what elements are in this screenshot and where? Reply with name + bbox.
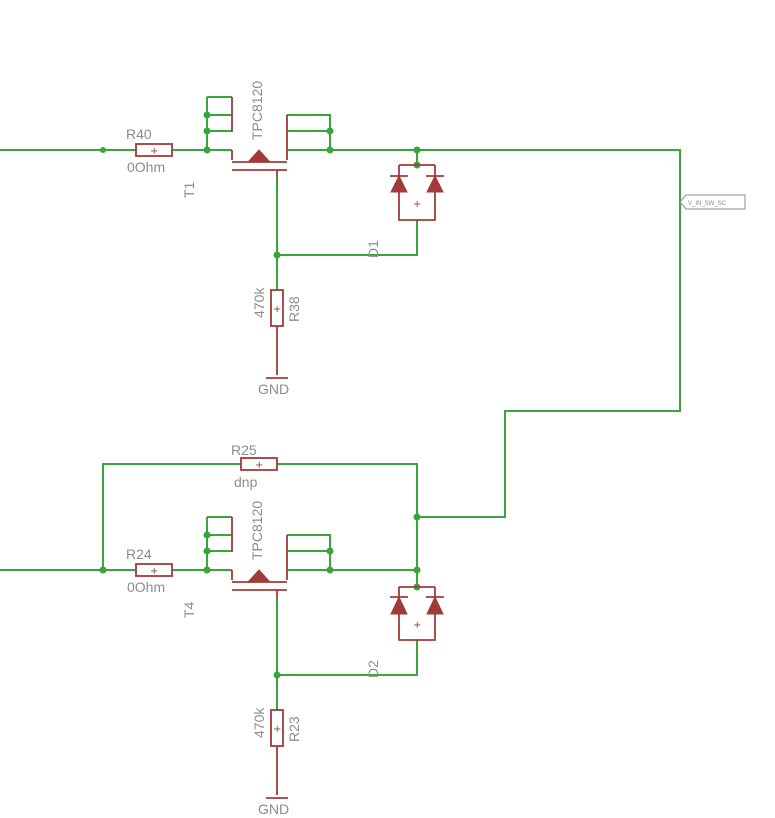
circuit-t4: + R25 dnp + R24 0Ohm TPC8120 T4 (0, 442, 444, 817)
wire-drain-comb-top[interactable] (287, 114, 331, 150)
diode-d1[interactable]: + (390, 164, 444, 221)
plus-glyph: + (150, 566, 158, 577)
r25-name-label: R25 (231, 442, 257, 458)
junction (203, 146, 211, 154)
junction (99, 566, 107, 574)
plus-glyph: + (273, 724, 281, 735)
wire-source-bottom[interactable] (276, 598, 418, 676)
r24-name-label: R24 (126, 546, 152, 562)
r40-value-label: 0Ohm (127, 159, 165, 175)
resistor-r38[interactable]: + (266, 289, 288, 379)
junction (203, 111, 211, 119)
mosfet-t1[interactable] (231, 97, 288, 178)
plus-glyph: + (273, 304, 281, 315)
r23-name-label: R23 (286, 716, 302, 742)
t4-name-label: T4 (181, 601, 197, 618)
junction (100, 147, 106, 153)
plus-glyph: + (150, 146, 158, 157)
gnd-label-bottom: GND (258, 801, 289, 817)
r38-name-label: R38 (286, 296, 302, 322)
junction (203, 547, 211, 555)
r25-value-label: dnp (234, 474, 258, 490)
junction (326, 566, 334, 574)
junction (273, 251, 281, 259)
resistor-r40[interactable]: + (135, 143, 173, 157)
plus-glyph: + (413, 620, 421, 631)
gnd-label-top: GND (258, 381, 289, 397)
d2-name-label: D2 (365, 660, 381, 678)
r24-value-label: 0Ohm (127, 579, 165, 595)
junction (413, 146, 421, 154)
mosfet-t4[interactable] (231, 517, 288, 598)
r38-value-label: 470k (251, 287, 267, 318)
wire-source-top[interactable] (276, 178, 418, 256)
junction (203, 531, 211, 539)
wire-drain-bus-top[interactable] (287, 149, 681, 518)
resistor-r25[interactable]: + (240, 457, 278, 471)
resistor-r23[interactable]: + (266, 709, 288, 799)
diode-d2[interactable]: + (390, 586, 444, 641)
wire-gate-comb-bottom[interactable] (206, 516, 232, 570)
junction (203, 127, 211, 135)
r23-value-label: 470k (251, 707, 267, 738)
wire-gate-comb-top[interactable] (206, 96, 232, 150)
plus-glyph: + (413, 199, 421, 210)
t1-name-label: T1 (181, 181, 197, 198)
net-label-text: V_IN_SW_SC (688, 201, 727, 207)
d1-name-label: D1 (365, 240, 381, 258)
t1-part-label: TPC8120 (249, 81, 265, 140)
plus-glyph: + (255, 460, 263, 471)
circuit-t1: + R40 0Ohm TPC8120 T1 + D1 (0, 81, 681, 518)
junction (326, 547, 334, 555)
junction (413, 566, 421, 574)
junction (413, 513, 421, 521)
resistor-r24[interactable]: + (135, 563, 173, 577)
wire-r25-bypass[interactable] (102, 463, 418, 587)
t4-part-label: TPC8120 (249, 501, 265, 560)
wire-drain-comb-bottom[interactable] (287, 534, 331, 570)
junction (273, 671, 281, 679)
r40-name-label: R40 (126, 126, 152, 142)
net-label-flag[interactable]: V_IN_SW_SC (679, 194, 746, 210)
junction (326, 146, 334, 154)
junction (326, 127, 334, 135)
junction (203, 566, 211, 574)
